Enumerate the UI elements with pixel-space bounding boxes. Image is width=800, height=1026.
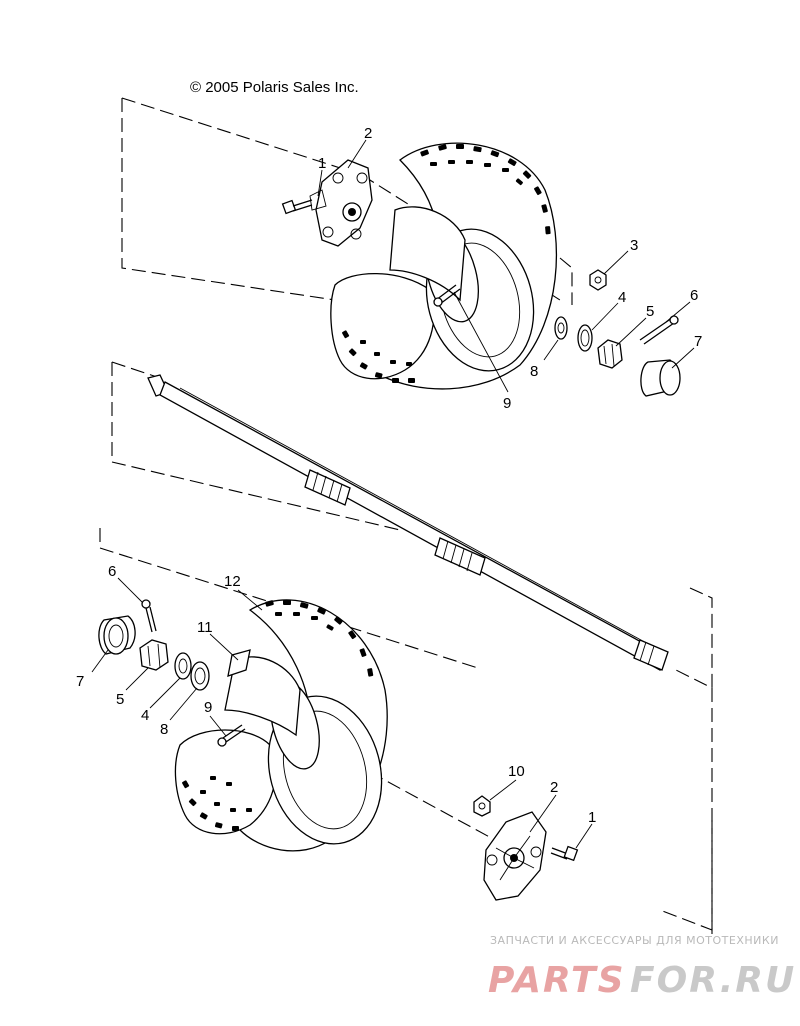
bottom-tire-tread bbox=[182, 600, 374, 831]
callout-4-bottom: 4 bbox=[141, 707, 149, 724]
top-dust-cap bbox=[640, 359, 681, 397]
top-castle-nut bbox=[597, 339, 623, 369]
bottom-wheel-assembly bbox=[98, 599, 579, 901]
assembly-dashed-lines bbox=[99, 97, 713, 940]
callout-leaders bbox=[91, 139, 695, 849]
callout-1-bottom: 1 bbox=[588, 809, 596, 826]
callout-12-bottom: 12 bbox=[224, 573, 241, 590]
callout-9-top: 9 bbox=[503, 395, 511, 412]
callout-5-top: 5 bbox=[646, 303, 654, 320]
callout-3-top: 3 bbox=[630, 237, 638, 254]
bottom-tire bbox=[174, 599, 388, 852]
callout-numbers: 1 2 3 4 5 6 7 8 9 6 7 5 4 8 9 11 12 10 2… bbox=[76, 125, 702, 826]
top-tire bbox=[330, 142, 558, 390]
callout-4-top: 4 bbox=[618, 289, 626, 306]
top-tire-tread bbox=[342, 144, 551, 383]
bottom-washer-8 bbox=[190, 661, 210, 691]
bottom-cotter-pin bbox=[141, 599, 157, 633]
bottom-castle-nut bbox=[139, 639, 169, 671]
top-stud bbox=[433, 284, 461, 307]
top-cotter-pin bbox=[639, 315, 679, 345]
callout-8-top: 8 bbox=[530, 363, 538, 380]
callout-2-top: 2 bbox=[364, 125, 372, 142]
watermark-logo-left: PARTS bbox=[488, 960, 626, 1001]
axle-shaft bbox=[147, 374, 669, 671]
bottom-stud bbox=[217, 724, 246, 747]
callout-11-bottom: 11 bbox=[197, 619, 213, 636]
bottom-hub-plate bbox=[483, 811, 547, 901]
top-washer-8 bbox=[554, 316, 568, 340]
bottom-dust-cap bbox=[98, 615, 136, 655]
callout-2-bottom: 2 bbox=[550, 779, 558, 796]
callout-1-top: 1 bbox=[318, 155, 326, 172]
bottom-washer-4 bbox=[174, 652, 192, 680]
callout-7-top: 7 bbox=[694, 333, 702, 350]
top-nut bbox=[589, 269, 607, 291]
callout-9-bottom: 9 bbox=[204, 699, 212, 716]
top-washer-4 bbox=[577, 324, 593, 352]
callout-10-bottom: 10 bbox=[508, 763, 525, 780]
callout-6-bottom: 6 bbox=[108, 563, 116, 580]
top-bolt bbox=[281, 199, 313, 215]
watermark-tagline: ЗАПЧАСТИ И АКСЕССУАРЫ ДЛЯ МОТОТЕХНИКИ bbox=[490, 934, 779, 947]
watermark-logo-right: FOR.RU bbox=[630, 960, 796, 1001]
callout-7-bottom: 7 bbox=[76, 673, 84, 690]
callout-5-bottom: 5 bbox=[116, 691, 124, 708]
watermark: ЗАПЧАСТИ И АКСЕССУАРЫ ДЛЯ МОТОТЕХНИКИ PA… bbox=[488, 934, 796, 1001]
bottom-bolt bbox=[550, 845, 579, 862]
callout-8-bottom: 8 bbox=[160, 721, 168, 738]
top-hub-plate bbox=[309, 159, 373, 247]
bottom-nut bbox=[473, 795, 491, 817]
copyright-text: © 2005 Polaris Sales Inc. bbox=[190, 79, 359, 96]
callout-6-top: 6 bbox=[690, 287, 698, 304]
top-wheel-assembly bbox=[281, 142, 681, 397]
